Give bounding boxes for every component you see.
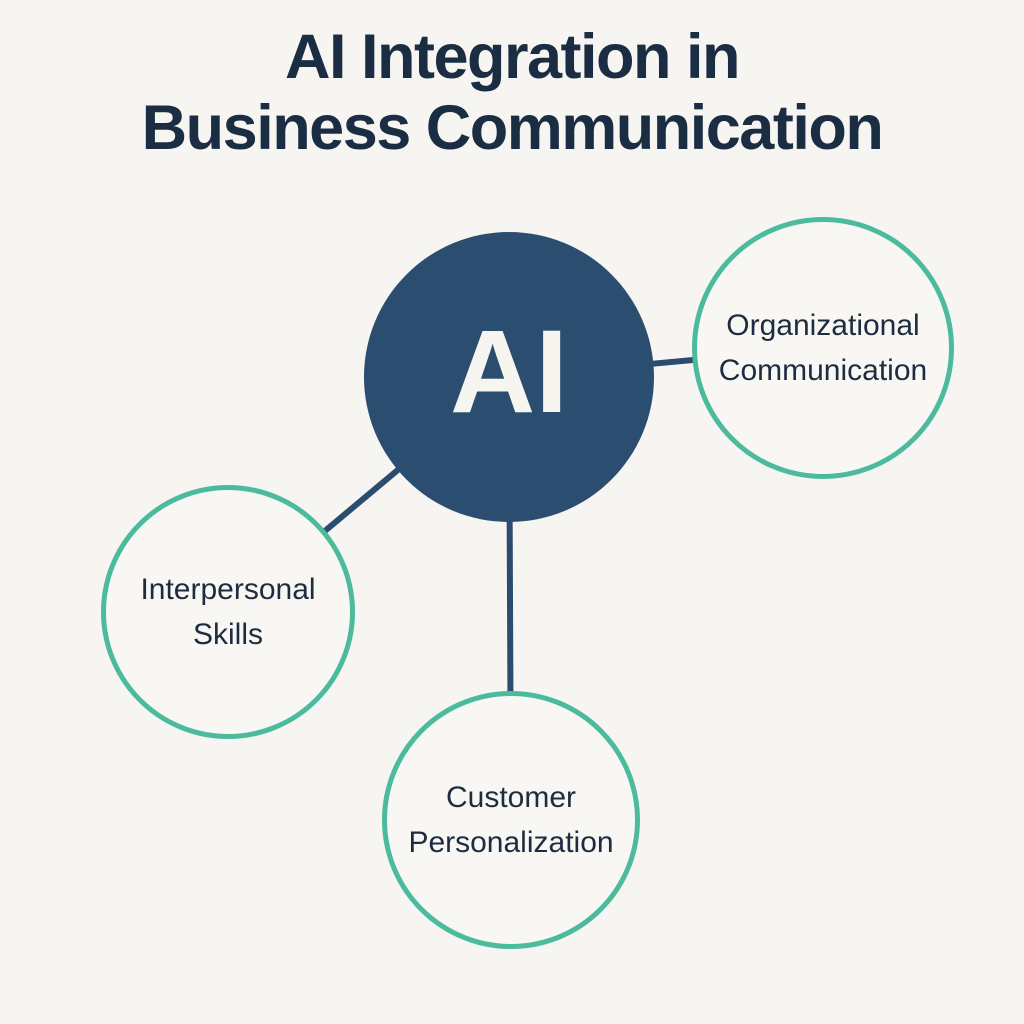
node-organizational-communication-label: Organizational Communication	[718, 309, 928, 387]
page-title-line2: Business Communication	[141, 93, 884, 164]
page-title-line1: AI Integration in	[285, 22, 740, 92]
node-customer-personalization-label: Customer Personalization	[408, 781, 614, 859]
node-customer-personalization: Customer Personalization	[382, 691, 640, 949]
node-ai-label: AI	[450, 306, 568, 438]
node-interpersonal-skills: Interpersonal Skills	[101, 485, 355, 739]
node-organizational-communication: Organizational Communication	[692, 217, 954, 479]
node-ai-center: AI	[364, 232, 654, 522]
page-title: AI Integration in Business Communication	[0, 22, 1024, 164]
node-interpersonal-skills-label: Interpersonal Skills	[140, 573, 316, 651]
